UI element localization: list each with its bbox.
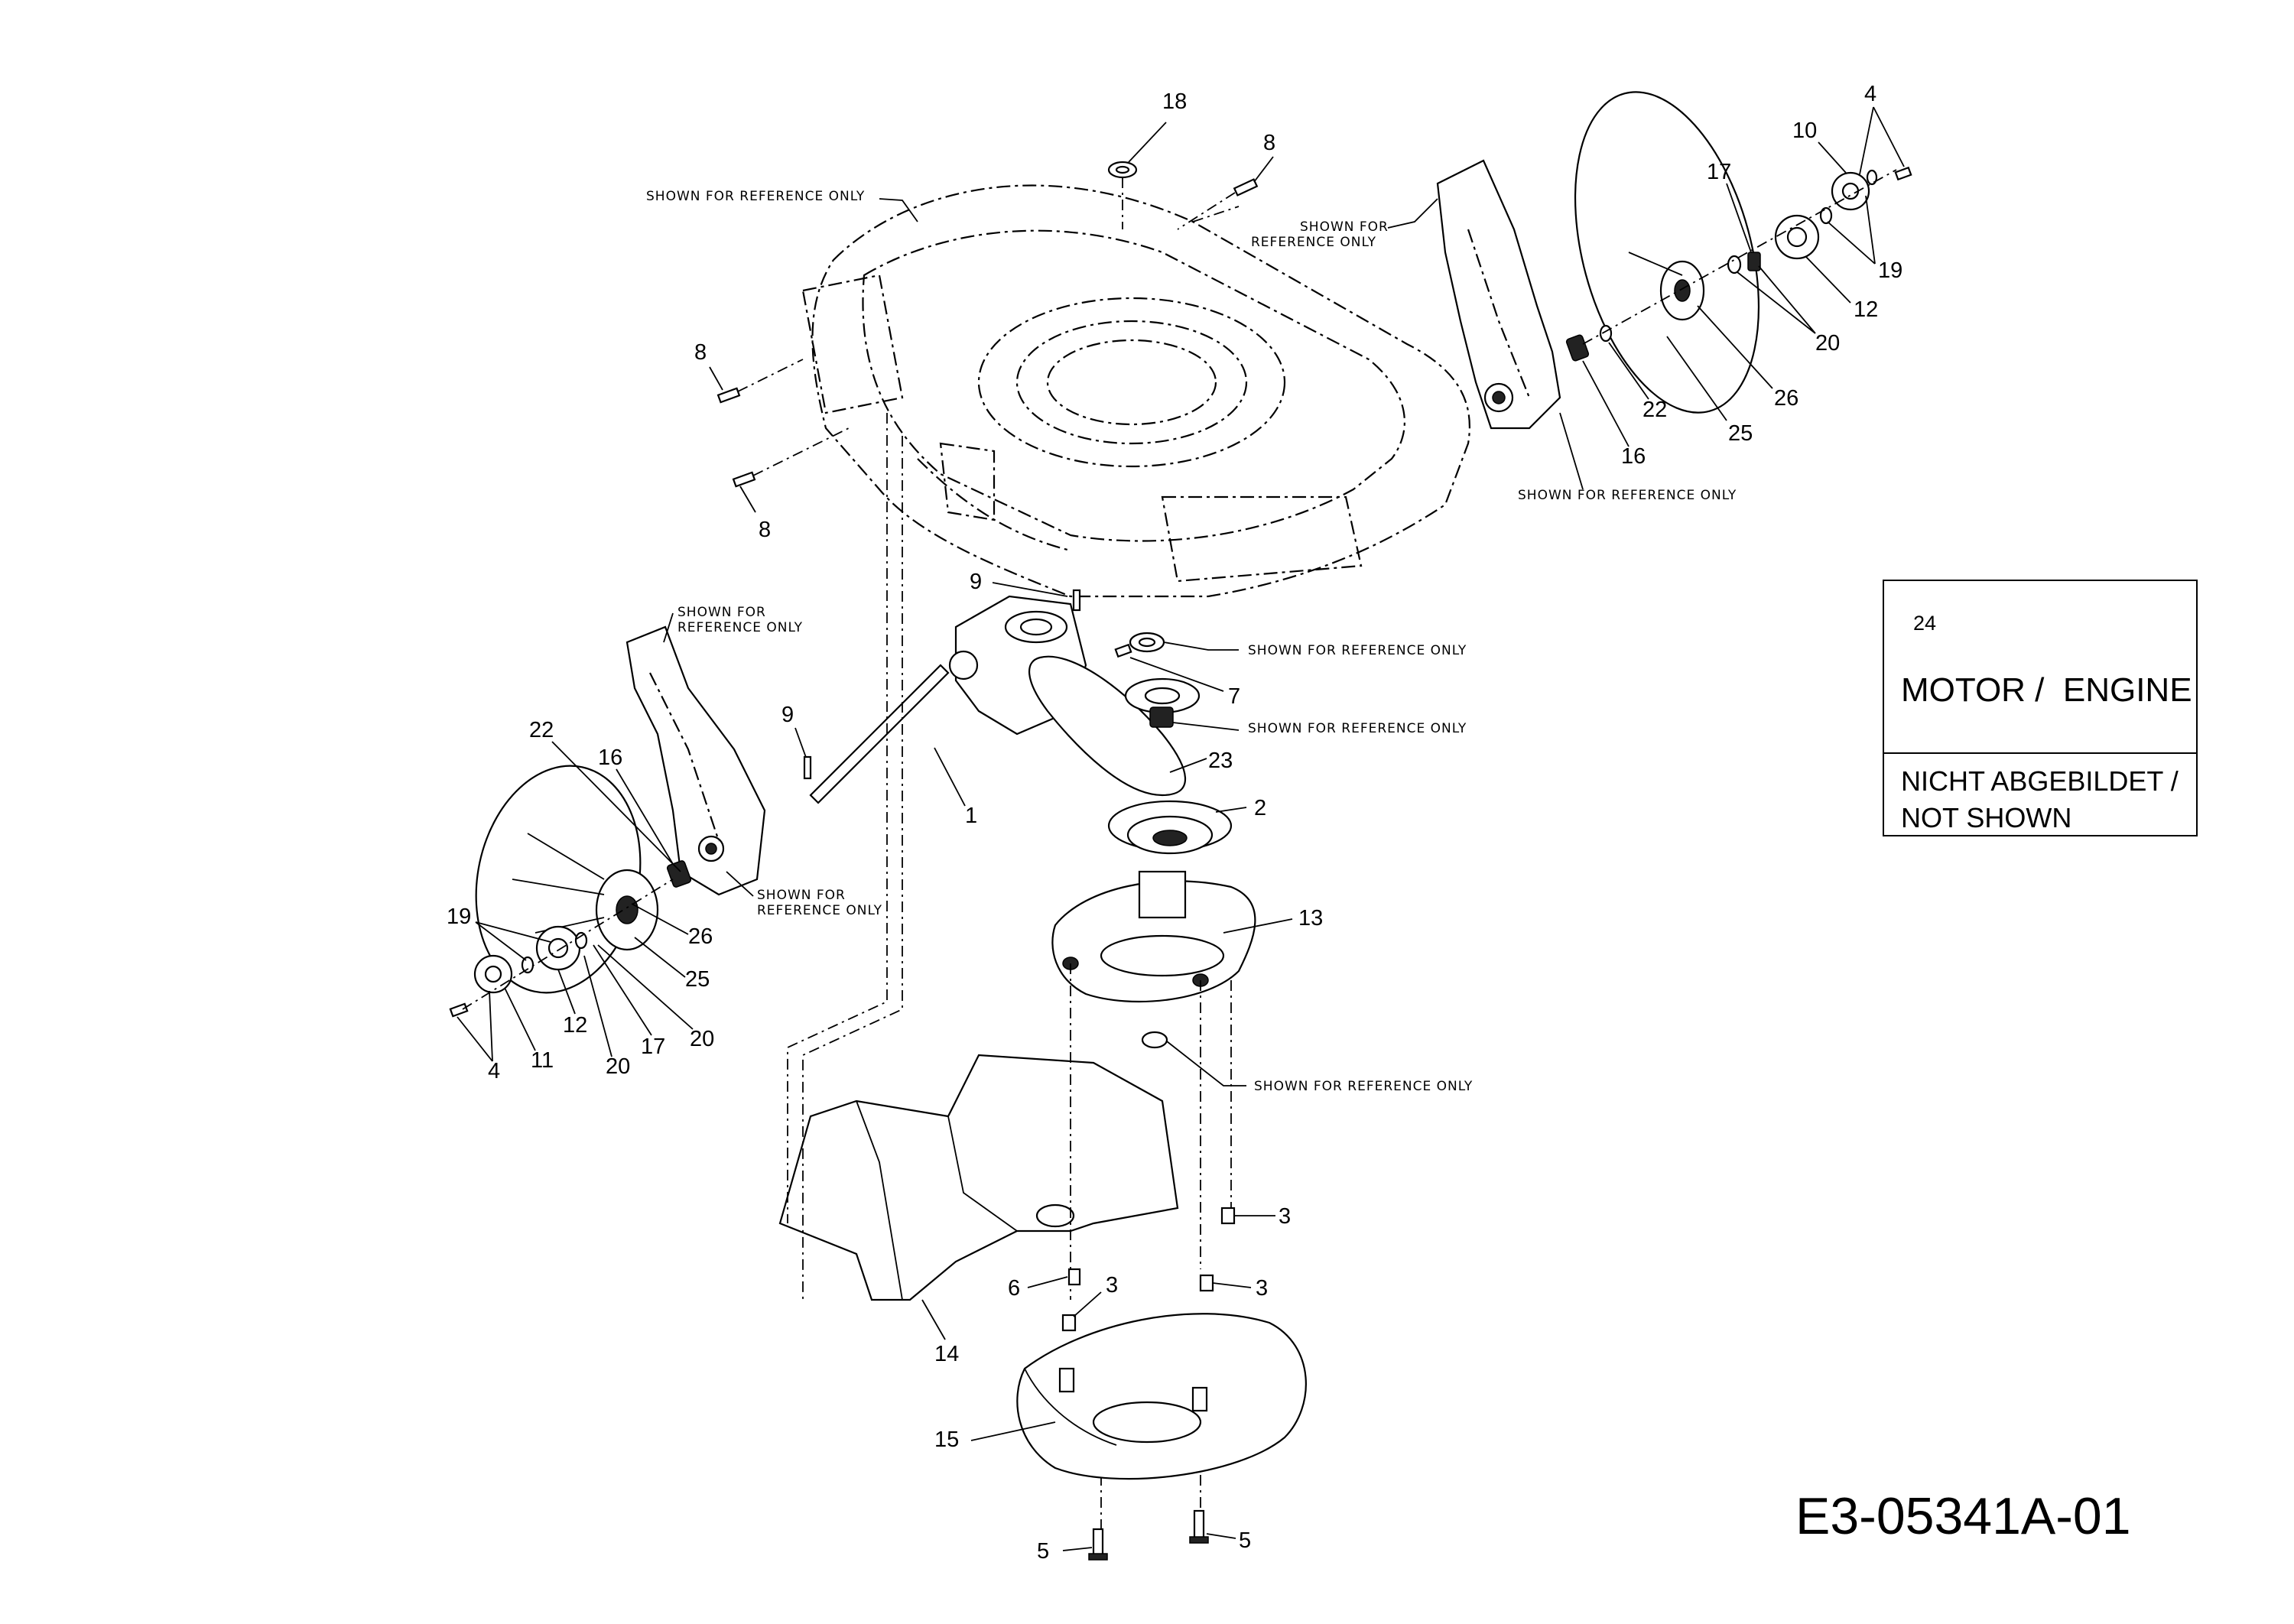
ref-note-bracket-right-2: REFERENCE ONLY [1251,235,1376,250]
label-3-b: 3 [1256,1276,1268,1301]
label-9-left: 9 [781,703,794,727]
legend-box: 24 MOTOR / ENGINE NICHT ABGEBILDET / NOT… [1883,580,2198,836]
ref-note-bracket-left-2: REFERENCE ONLY [677,620,803,635]
label-13: 13 [1298,906,1323,931]
legend-note-line-2: NOT SHOWN [1901,802,2072,833]
label-19-left: 19 [447,905,471,929]
reference-pulley [1124,677,1240,731]
label-5-right: 5 [1239,1528,1251,1553]
part-5-screws [1062,1509,1236,1561]
ref-note-bracket-left-1: SHOWN FOR [677,605,766,620]
part-3-screws [1061,1207,1275,1332]
part-8-bolts [709,156,1274,513]
ref-note-bracket-right-1: SHOWN FOR [1300,219,1389,235]
label-15: 15 [934,1427,959,1452]
label-3-c: 3 [1106,1273,1118,1298]
part-6-screw [1027,1268,1081,1288]
alignment-guides [787,413,1232,1529]
label-11: 11 [531,1048,554,1073]
ref-note-bracket-left-bottom-2: REFERENCE ONLY [757,903,882,918]
label-18: 18 [1162,89,1187,114]
label-25-left: 25 [685,967,710,992]
label-19-right: 19 [1878,258,1902,283]
ref-note-grommet: SHOWN FOR REFERENCE ONLY [1254,1079,1473,1094]
part-7-bolt [1114,643,1224,692]
reference-bushing [1129,632,1239,653]
deck-reference-note: SHOWN FOR REFERENCE ONLY [646,189,865,204]
label-20-left: 20 [606,1054,630,1079]
mower-deck-outline [801,184,1470,598]
legend-divider [1884,752,2196,754]
left-wheel-bracket [625,625,766,896]
label-17-left: 17 [641,1034,665,1059]
label-12-left: 12 [563,1013,587,1038]
part-14-discharge-chute [778,1054,1179,1301]
label-7: 7 [1228,684,1240,709]
ref-note-bushing: SHOWN FOR REFERENCE ONLY [1248,643,1467,658]
part-2-pulley-cover [1107,800,1247,855]
part-9-pin-top [1072,589,1081,612]
label-3-a: 3 [1279,1204,1291,1229]
label-9-top: 9 [970,570,982,594]
ref-note-bracket-left-bottom-1: SHOWN FOR [757,888,846,903]
label-1: 1 [965,804,977,828]
label-20-right-side: 20 [690,1027,714,1051]
right-wheel-hardware [1565,166,1912,362]
part-13-shroud [1051,870,1293,1003]
label-17-right: 17 [1707,160,1731,184]
label-12-right: 12 [1854,297,1878,322]
label-26-left: 26 [688,924,713,949]
part-18-washer [1107,122,1167,229]
legend-note-line-1: NICHT ABGEBILDET / [1901,765,2179,797]
left-rear-wheel [475,765,659,994]
label-8-bottom: 8 [759,518,771,542]
right-wheel-bracket [1436,159,1561,430]
label-10: 10 [1792,119,1817,143]
label-22-left: 22 [529,718,554,742]
right-rear-wheel [1574,91,1760,414]
part-15-baffle [1016,1313,1307,1480]
label-2: 2 [1254,796,1266,820]
part-23-belt [1028,655,1187,797]
label-8-top: 8 [1263,131,1275,155]
label-4-right: 4 [1864,82,1876,106]
legend-note: NICHT ABGEBILDET / NOT SHOWN [1901,763,2179,836]
label-26-right: 26 [1774,386,1798,411]
label-20-right: 20 [1815,331,1840,356]
left-wheel-hardware [449,860,692,1018]
label-25-right: 25 [1728,421,1753,446]
label-16-right: 16 [1621,444,1646,469]
reference-grommet [1141,1031,1246,1086]
label-14: 14 [934,1342,959,1366]
ref-note-pulley: SHOWN FOR REFERENCE ONLY [1248,721,1467,736]
part-9-pin-left [803,755,812,780]
label-16-left: 16 [598,745,622,770]
label-6: 6 [1008,1276,1020,1301]
legend-part-number: 24 [1913,612,1937,635]
label-5-left: 5 [1037,1539,1049,1564]
ref-note-bracket-right-bottom: SHOWN FOR REFERENCE ONLY [1518,488,1737,503]
label-4-left: 4 [488,1059,500,1083]
label-8-left: 8 [694,340,707,365]
drawing-number: E3-05341A-01 [1795,1487,2131,1545]
label-22-right: 22 [1643,398,1667,422]
legend-title: MOTOR / ENGINE [1901,671,2192,709]
label-23: 23 [1208,749,1233,773]
